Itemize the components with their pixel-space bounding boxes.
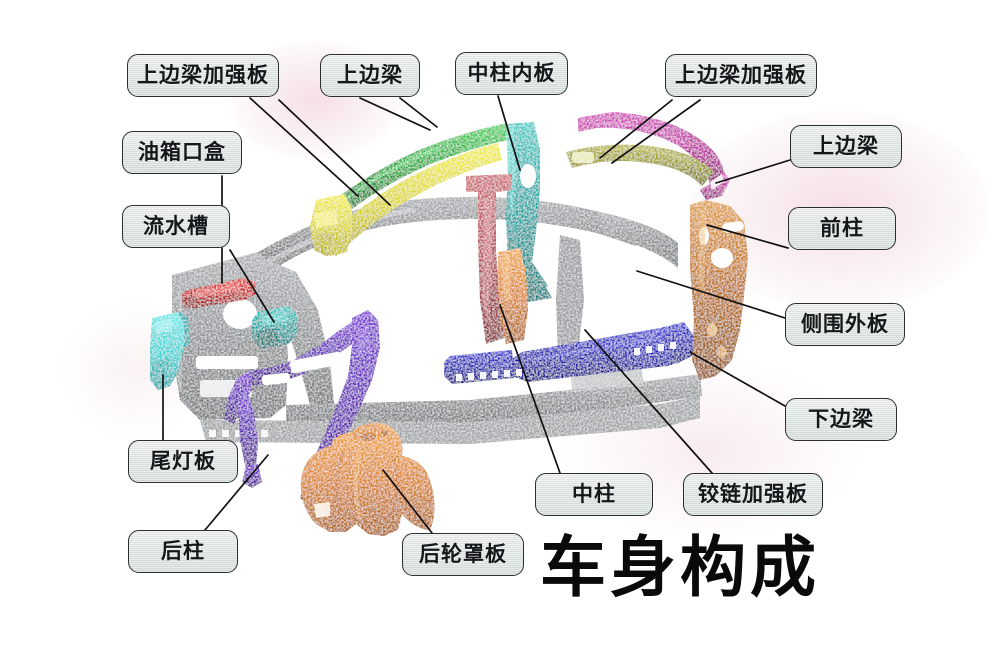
leader-line-rear-pillar xyxy=(204,454,269,531)
leader-line-rear-wheel-house-panel xyxy=(382,469,433,534)
part-tail-lamp-cyan xyxy=(150,312,190,390)
part-upper-rail-green xyxy=(338,123,512,212)
leader-line-upper-rail-left xyxy=(359,97,431,131)
leader-line-upper-rail-right xyxy=(715,159,791,184)
label-text: 上边梁加强板 xyxy=(137,63,269,87)
leader-line-upper-rail-reinforcement-right xyxy=(599,99,673,159)
part-drain-channel-teal xyxy=(252,306,298,348)
label-side-outer-panel[interactable]: 侧围外板 xyxy=(785,303,905,346)
label-upper-rail-left[interactable]: 上边梁 xyxy=(320,54,420,97)
label-text: 上边梁 xyxy=(813,134,879,158)
label-text: 上边梁 xyxy=(337,63,403,87)
label-center-pillar-inner-panel[interactable]: 中柱内板 xyxy=(455,52,568,95)
label-text: 油箱口盒 xyxy=(138,140,226,164)
page-title: 车身构成 xyxy=(540,529,820,606)
leader-line-side-outer-panel xyxy=(636,270,786,319)
leader-line-upper-rail-left xyxy=(399,97,438,128)
label-center-pillar[interactable]: 中柱 xyxy=(535,473,653,516)
label-rear-wheel-house-panel[interactable]: 后轮罩板 xyxy=(402,533,524,576)
leader-line-hinge-reinforcement-panel xyxy=(584,329,713,474)
label-upper-rail-right[interactable]: 上边梁 xyxy=(790,125,902,168)
label-drain-channel[interactable]: 流水槽 xyxy=(122,205,230,248)
label-hinge-reinforcement-panel[interactable]: 铰链加强板 xyxy=(683,473,823,516)
part-upper-rail-reinforcement-yellow xyxy=(310,143,502,256)
part-front-pillar-amber xyxy=(690,200,748,380)
leader-line-center-pillar-inner-panel xyxy=(497,95,521,171)
part-fuel-filler-red xyxy=(182,278,256,308)
label-text: 尾灯板 xyxy=(150,449,216,473)
leader-line-upper-rail-reinforcement-left xyxy=(278,99,391,206)
label-upper-rail-reinforcement-left[interactable]: 上边梁加强板 xyxy=(127,54,279,97)
label-upper-rail-reinforcement-right[interactable]: 上边梁加强板 xyxy=(665,54,817,97)
leader-lines xyxy=(162,95,791,534)
label-front-pillar[interactable]: 前柱 xyxy=(788,207,896,250)
leader-line-center-pillar xyxy=(499,304,561,474)
label-rear-pillar[interactable]: 后柱 xyxy=(128,530,238,573)
part-lower-rail-blue xyxy=(444,322,694,384)
label-text: 中柱内板 xyxy=(467,61,556,85)
label-text: 侧围外板 xyxy=(801,312,889,336)
label-text: 前柱 xyxy=(820,216,864,240)
label-text: 铰链加强板 xyxy=(698,482,808,506)
label-text: 后柱 xyxy=(161,539,205,563)
label-text: 下边梁 xyxy=(808,407,874,431)
part-rear-wheel-house-orange xyxy=(300,423,435,536)
label-fuel-filler-box[interactable]: 油箱口盒 xyxy=(122,131,242,174)
label-tail-lamp-panel[interactable]: 尾灯板 xyxy=(128,440,238,483)
leader-line-upper-rail-reinforcement-left xyxy=(249,97,359,197)
leader-line-lower-rail xyxy=(689,351,786,407)
label-text: 流水槽 xyxy=(143,214,209,238)
label-text: 后轮罩板 xyxy=(419,542,507,566)
label-text: 中柱 xyxy=(572,482,616,506)
leader-line-upper-rail-reinforcement-right xyxy=(611,99,701,164)
label-text: 上边梁加强板 xyxy=(675,63,807,87)
leader-line-drain-channel xyxy=(229,249,275,323)
leader-line-front-pillar xyxy=(706,224,789,249)
label-lower-rail[interactable]: 下边梁 xyxy=(785,398,897,441)
part-center-pillar-crimson xyxy=(466,174,512,344)
